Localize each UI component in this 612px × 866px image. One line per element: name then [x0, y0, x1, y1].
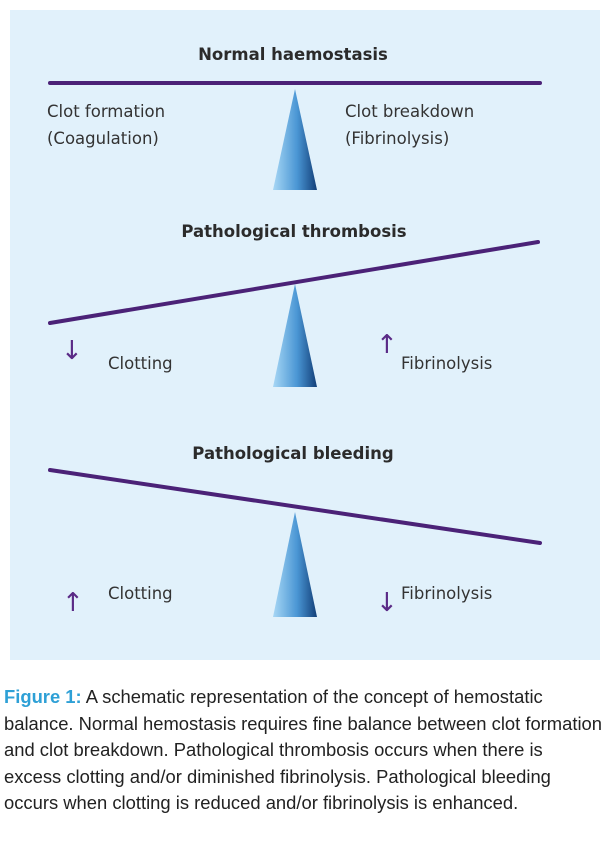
- heading-normal-haemostasis: Normal haemostasis: [198, 45, 388, 64]
- arrow-down-icon: ↓: [376, 588, 398, 618]
- beam-bleeding: [48, 468, 542, 545]
- fulcrum-thrombosis: [273, 284, 317, 387]
- heading-pathological-thrombosis: Pathological thrombosis: [181, 222, 407, 241]
- label-clotting: Clotting: [108, 584, 173, 603]
- arrow-up-icon: ↑: [376, 330, 398, 360]
- caption-text: A schematic representation of the concep…: [4, 686, 603, 813]
- balance-diagram: [48, 81, 542, 617]
- arrow-down-icon: ↓: [61, 336, 83, 366]
- label-clot-breakdown: Clot breakdown: [345, 102, 475, 121]
- label-clot-formation: Clot formation: [47, 102, 166, 121]
- figure-caption: Figure 1: A schematic representation of …: [4, 684, 604, 817]
- label-fibrinolysis: Fibrinolysis: [401, 584, 493, 603]
- label-fibrinolysis: Fibrinolysis: [401, 354, 493, 373]
- beam-thrombosis: [48, 240, 540, 325]
- diagram-panel: Normal haemostasis Clot formation (Coagu…: [10, 10, 600, 660]
- fulcrum-normal: [273, 89, 317, 190]
- label-clotting: Clotting: [108, 354, 173, 373]
- figure-label: Figure 1:: [4, 686, 82, 707]
- heading-pathological-bleeding: Pathological bleeding: [192, 444, 394, 463]
- label-fibrinolysis-paren: (Fibrinolysis): [345, 129, 450, 148]
- arrow-up-icon: ↑: [62, 588, 84, 618]
- fulcrum-bleeding: [273, 512, 317, 617]
- label-coagulation: (Coagulation): [47, 129, 159, 148]
